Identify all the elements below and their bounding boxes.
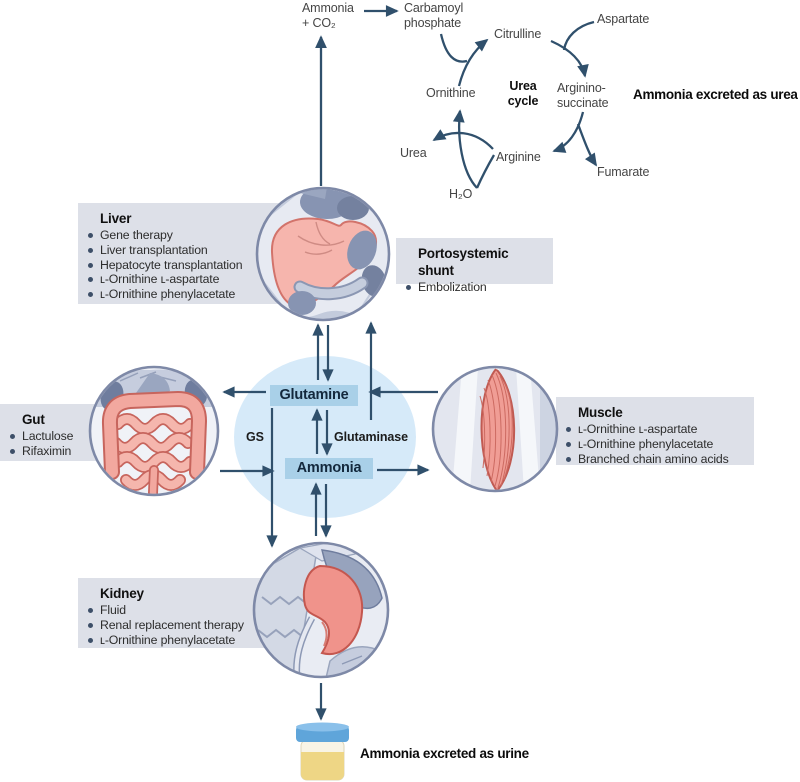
gs-enzyme-label: GS: [246, 430, 264, 444]
liver-treatments-box: Liver Gene therapy Liver transplantation…: [78, 203, 310, 304]
muscle-treatments-box: Muscle ʟ-Ornithine ʟ-aspartate ʟ-Ornithi…: [556, 397, 754, 466]
treatment-item: Gene therapy: [87, 228, 301, 243]
muscle-box-title: Muscle: [578, 405, 623, 420]
glutaminase-enzyme-label: Glutaminase: [334, 430, 408, 444]
liver-circle: [255, 186, 391, 322]
treatment-item: Hepatocyte transplantation: [87, 258, 301, 273]
excreted-as-urea-label: Ammonia excreted as urea: [633, 87, 798, 102]
treatment-item: Fluid: [87, 603, 297, 618]
liver-box-title: Liver: [100, 211, 132, 226]
metabolite-flux-arrows: [220, 321, 438, 721]
arrow-arginine-down: [475, 154, 495, 189]
treatment-item: Rifaximin: [9, 444, 103, 459]
arrow-carbamoyl-to-citrulline: [439, 33, 468, 63]
ammonia-node: Ammonia: [285, 458, 373, 479]
glutamine-node: Glutamine: [270, 385, 358, 406]
treatment-item: ʟ-Ornithine ʟ-aspartate: [87, 272, 301, 287]
node-ornithine: Ornithine: [426, 86, 476, 100]
arrow-ornithine-to-citrulline: [457, 38, 489, 87]
liver-illustration: [261, 189, 387, 319]
treatment-item: Renal replacement therapy: [87, 618, 297, 633]
arrow-h2o-to-ornithine: [452, 109, 478, 189]
node-fumarate: Fumarate: [597, 165, 650, 179]
kidney-circle: [252, 541, 390, 679]
node-ammonia-co2: Ammonia + CO₂: [302, 1, 354, 30]
node-h2o: H₂O: [449, 187, 473, 201]
gut-treatment-list: Lactulose Rifaximin: [9, 429, 103, 459]
muscle-illustration: [452, 368, 556, 490]
arrow-to-fumarate: [576, 123, 597, 167]
arrow-citrulline-to-argininosuccinate: [550, 39, 589, 78]
kidney-treatments-box: Kidney Fluid Renal replacement therapy ʟ…: [78, 578, 306, 648]
node-argininosuccinate: Arginino- succinate: [557, 81, 609, 110]
arrow-arginine-to-urea: [432, 129, 494, 150]
arrow-argininosuccinate-to-arginine: [552, 111, 585, 153]
muscle-treatment-list: ʟ-Ornithine ʟ-aspartate ʟ-Ornithine phen…: [565, 422, 745, 466]
arrow-aspartate-join: [562, 20, 595, 51]
urea-cycle-title: Urea cycle: [507, 79, 539, 108]
treatment-item: ʟ-Ornithine phenylacetate: [87, 633, 297, 648]
liver-treatment-list: Gene therapy Liver transplantation Hepat…: [87, 228, 301, 302]
node-citrulline: Citrulline: [494, 27, 542, 41]
treatment-item: Embolization: [405, 280, 544, 295]
ammonia-glutamine-halo: [234, 356, 416, 518]
gut-circle: [88, 365, 220, 497]
node-carbamoyl-phosphate: Carbamoyl phosphate: [404, 1, 464, 30]
gut-box-title: Gut: [22, 412, 45, 427]
treatment-item: Branched chain amino acids: [565, 452, 745, 467]
treatment-item: Liver transplantation: [87, 243, 301, 258]
shunt-treatment-list: Embolization: [405, 280, 544, 295]
kidney-illustration: [255, 544, 385, 676]
treatment-item: ʟ-Ornithine phenylacetate: [87, 287, 301, 302]
treatment-item: ʟ-Ornithine ʟ-aspartate: [565, 422, 745, 437]
gut-illustration: [96, 369, 212, 494]
node-urea: Urea: [400, 146, 427, 160]
portosystemic-shunt-box: Portosystemic shunt Embolization: [396, 238, 553, 294]
urea-cycle-arrows: [315, 5, 597, 189]
muscle-circle: [431, 365, 559, 493]
node-arginine: Arginine: [496, 150, 541, 164]
shunt-box-title: Portosystemic shunt: [418, 246, 509, 278]
gut-treatments-box: Gut Lactulose Rifaximin: [0, 404, 112, 461]
kidney-box-title: Kidney: [100, 586, 144, 601]
treatment-item: ʟ-Ornithine phenylacetate: [565, 437, 745, 452]
urine-sample-icon: [296, 722, 349, 781]
kidney-treatment-list: Fluid Renal replacement therapy ʟ-Ornith…: [87, 603, 297, 647]
node-aspartate: Aspartate: [597, 12, 650, 26]
excreted-as-urine-label: Ammonia excreted as urine: [360, 746, 529, 761]
treatment-item: Lactulose: [9, 429, 103, 444]
